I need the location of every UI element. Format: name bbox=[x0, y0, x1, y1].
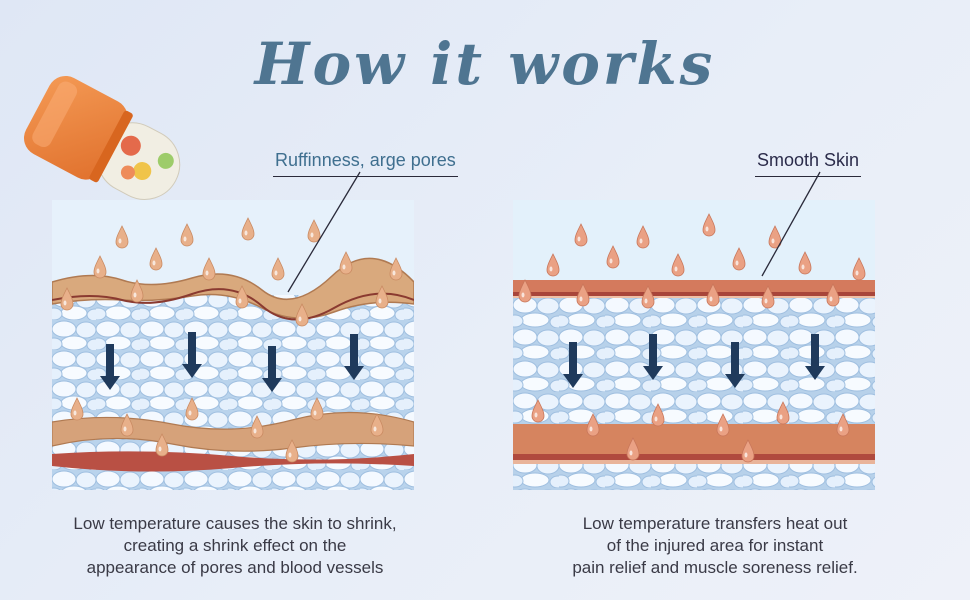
caption-left-line-3: appearance of pores and blood vessels bbox=[86, 558, 384, 577]
ice-roller-image bbox=[23, 75, 181, 200]
diagram-rough-skin bbox=[52, 200, 414, 490]
caption-left-line-1: Low temperature causes the skin to shrin… bbox=[73, 514, 397, 533]
diagram-smooth-skin bbox=[513, 200, 875, 490]
callout-smooth-skin: Smooth Skin bbox=[755, 150, 862, 177]
caption-right-line-2: of the injured area for instant bbox=[606, 536, 824, 555]
caption-right-line-3: pain relief and muscle soreness relief. bbox=[572, 558, 858, 577]
caption-left-line-2: creating a shrink effect on the bbox=[123, 536, 347, 555]
caption-right: Low temperature transfers heat out of th… bbox=[505, 513, 925, 579]
page-title: How it works bbox=[254, 30, 716, 98]
caption-left: Low temperature causes the skin to shrin… bbox=[20, 513, 450, 579]
caption-right-line-1: Low temperature transfers heat out bbox=[582, 514, 848, 533]
callout-rough-skin: Ruffinness, arge pores bbox=[273, 150, 458, 177]
